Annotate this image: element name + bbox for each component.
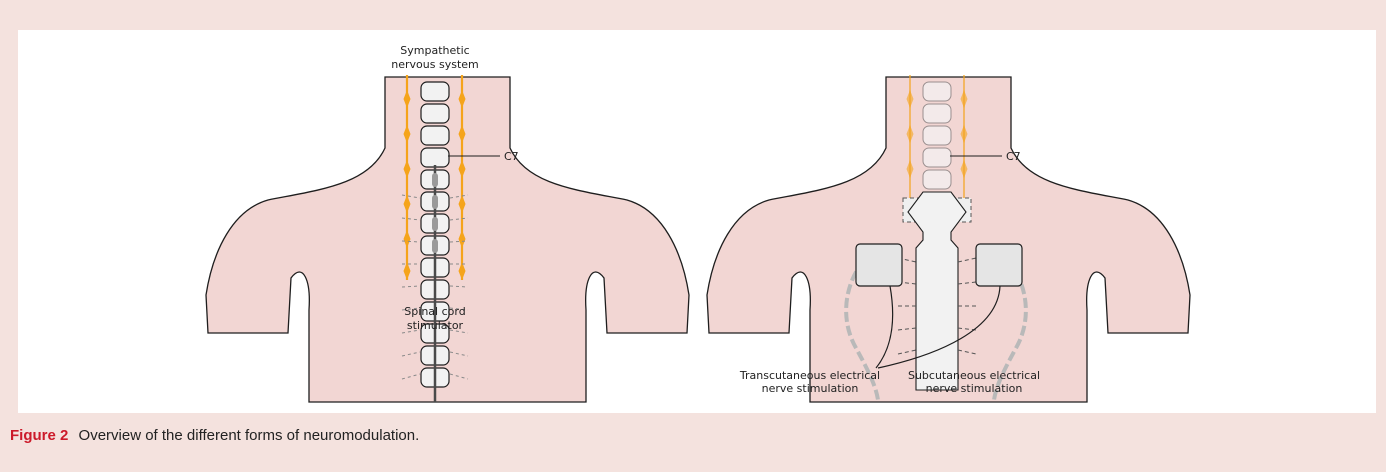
spinal-cord-stimulator-label-line1: Spinal cord — [404, 305, 465, 318]
tens-label-line2: nerve stimulation — [762, 382, 859, 395]
right-c7-label: C7 — [1006, 150, 1021, 163]
left-figure — [206, 75, 689, 402]
right-cervical-vertebrae — [923, 82, 951, 189]
neuromodulation-diagram: Sympathetic nervous system C7 Spinal cor… — [18, 30, 1376, 413]
figure-panel: Sympathetic nervous system C7 Spinal cor… — [18, 30, 1376, 413]
spinal-cord-stimulator-label-line2: stimulator — [407, 319, 464, 332]
figure-label: Figure 2 — [10, 427, 68, 444]
left-c7-label: C7 — [504, 150, 519, 163]
figure-caption-text: Overview of the different forms of neuro… — [79, 427, 420, 444]
tens-label-line1: Transcutaneous electrical — [739, 369, 880, 382]
sens-label-line2: nerve stimulation — [926, 382, 1023, 395]
figure-caption: Figure 2 Overview of the different forms… — [10, 427, 419, 444]
right-figure — [707, 75, 1190, 402]
sympathetic-label-line2: nervous system — [391, 58, 478, 71]
sympathetic-label-line1: Sympathetic — [400, 44, 469, 57]
right-thoracic-column — [908, 192, 966, 390]
sens-label-line1: Subcutaneous electrical — [908, 369, 1040, 382]
tens-pad-right — [976, 244, 1022, 286]
tens-pad-left — [856, 244, 902, 286]
